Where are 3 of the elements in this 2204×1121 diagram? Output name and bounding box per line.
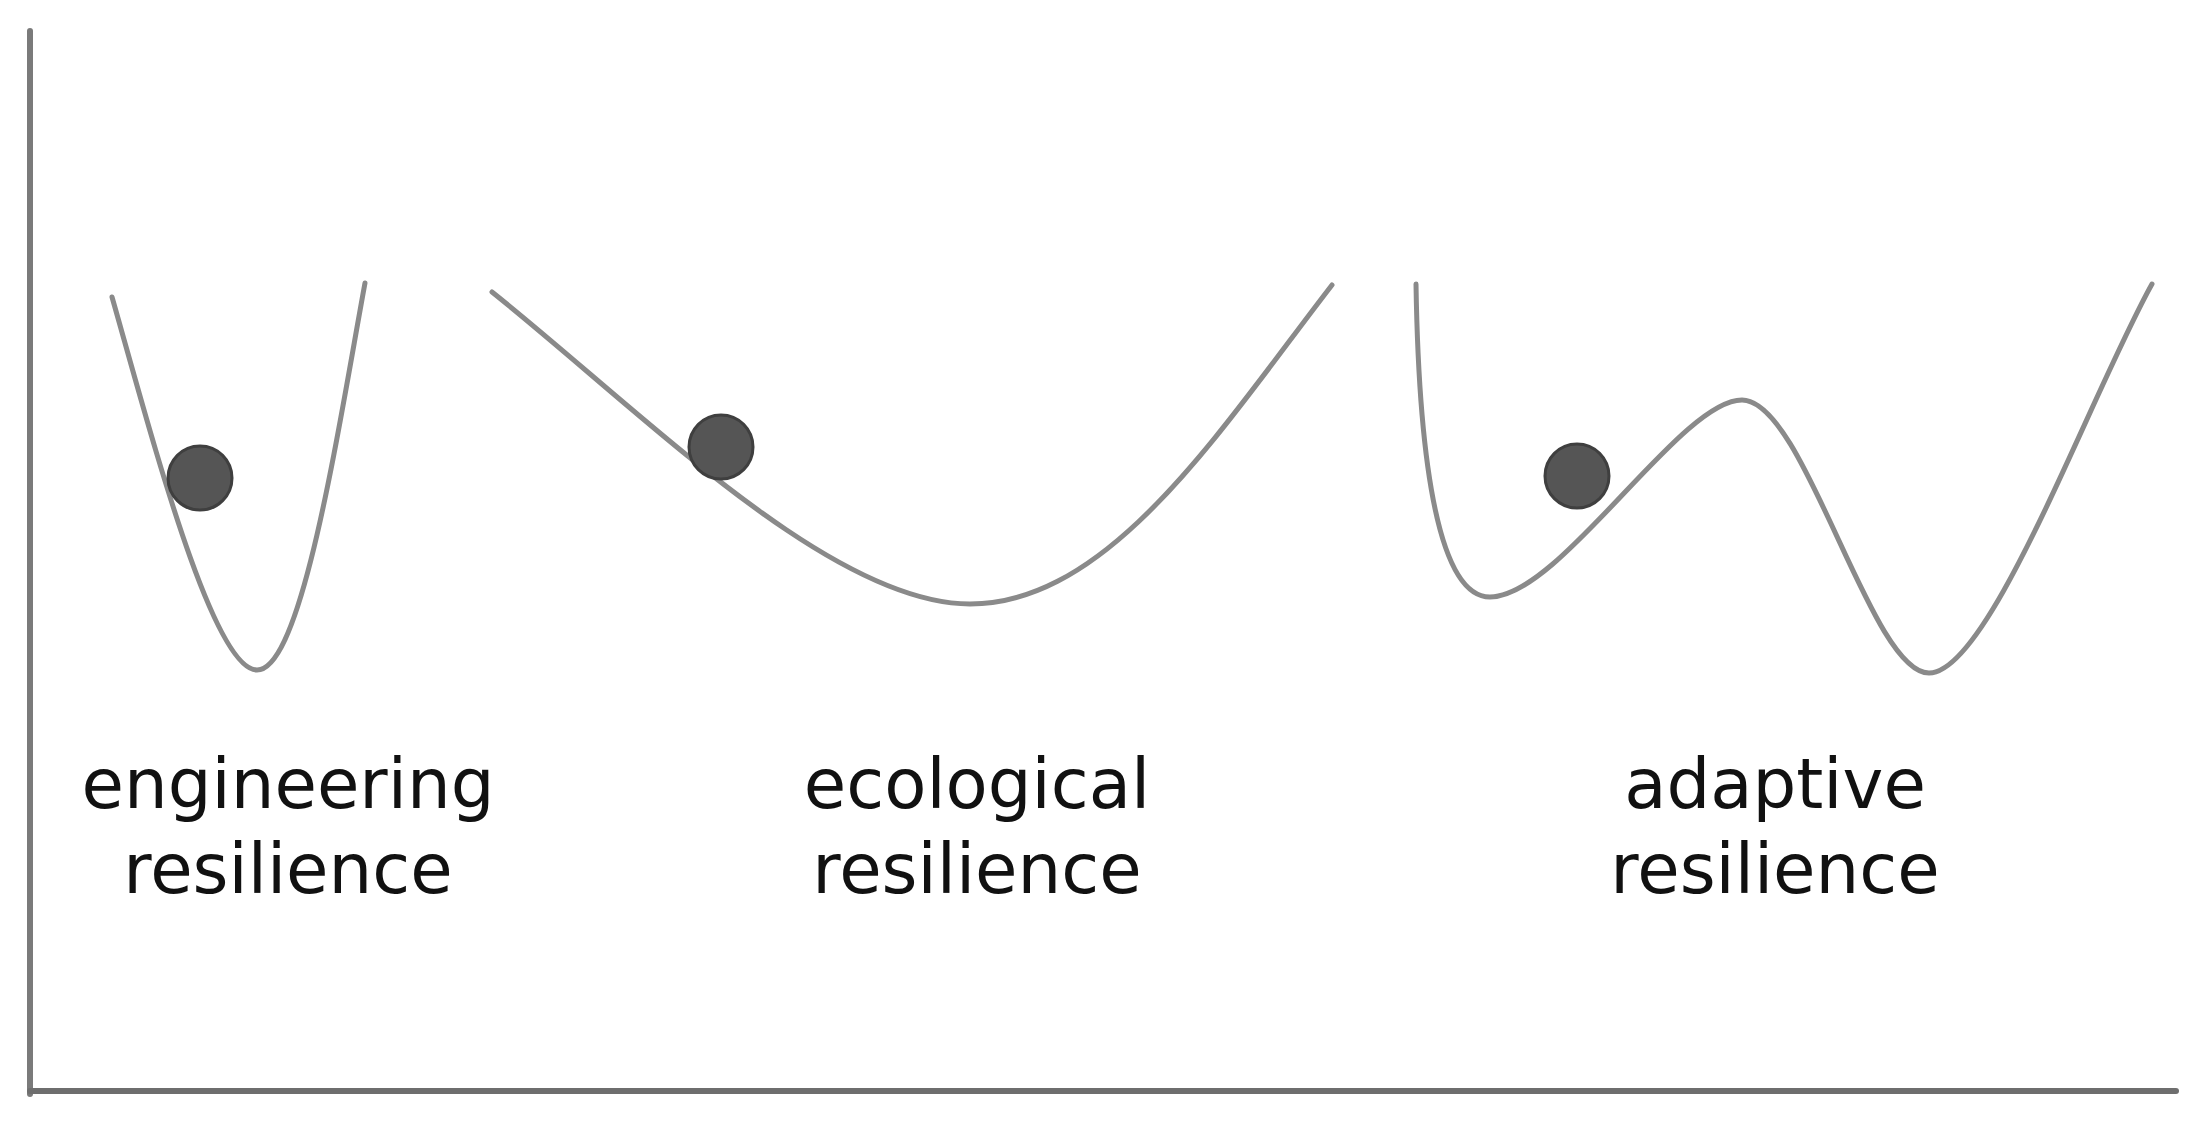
curve-label: adaptive resilience <box>1610 743 1940 911</box>
curve-label: ecological resilience <box>803 743 1151 911</box>
curve-label: engineering resilience <box>81 743 495 911</box>
